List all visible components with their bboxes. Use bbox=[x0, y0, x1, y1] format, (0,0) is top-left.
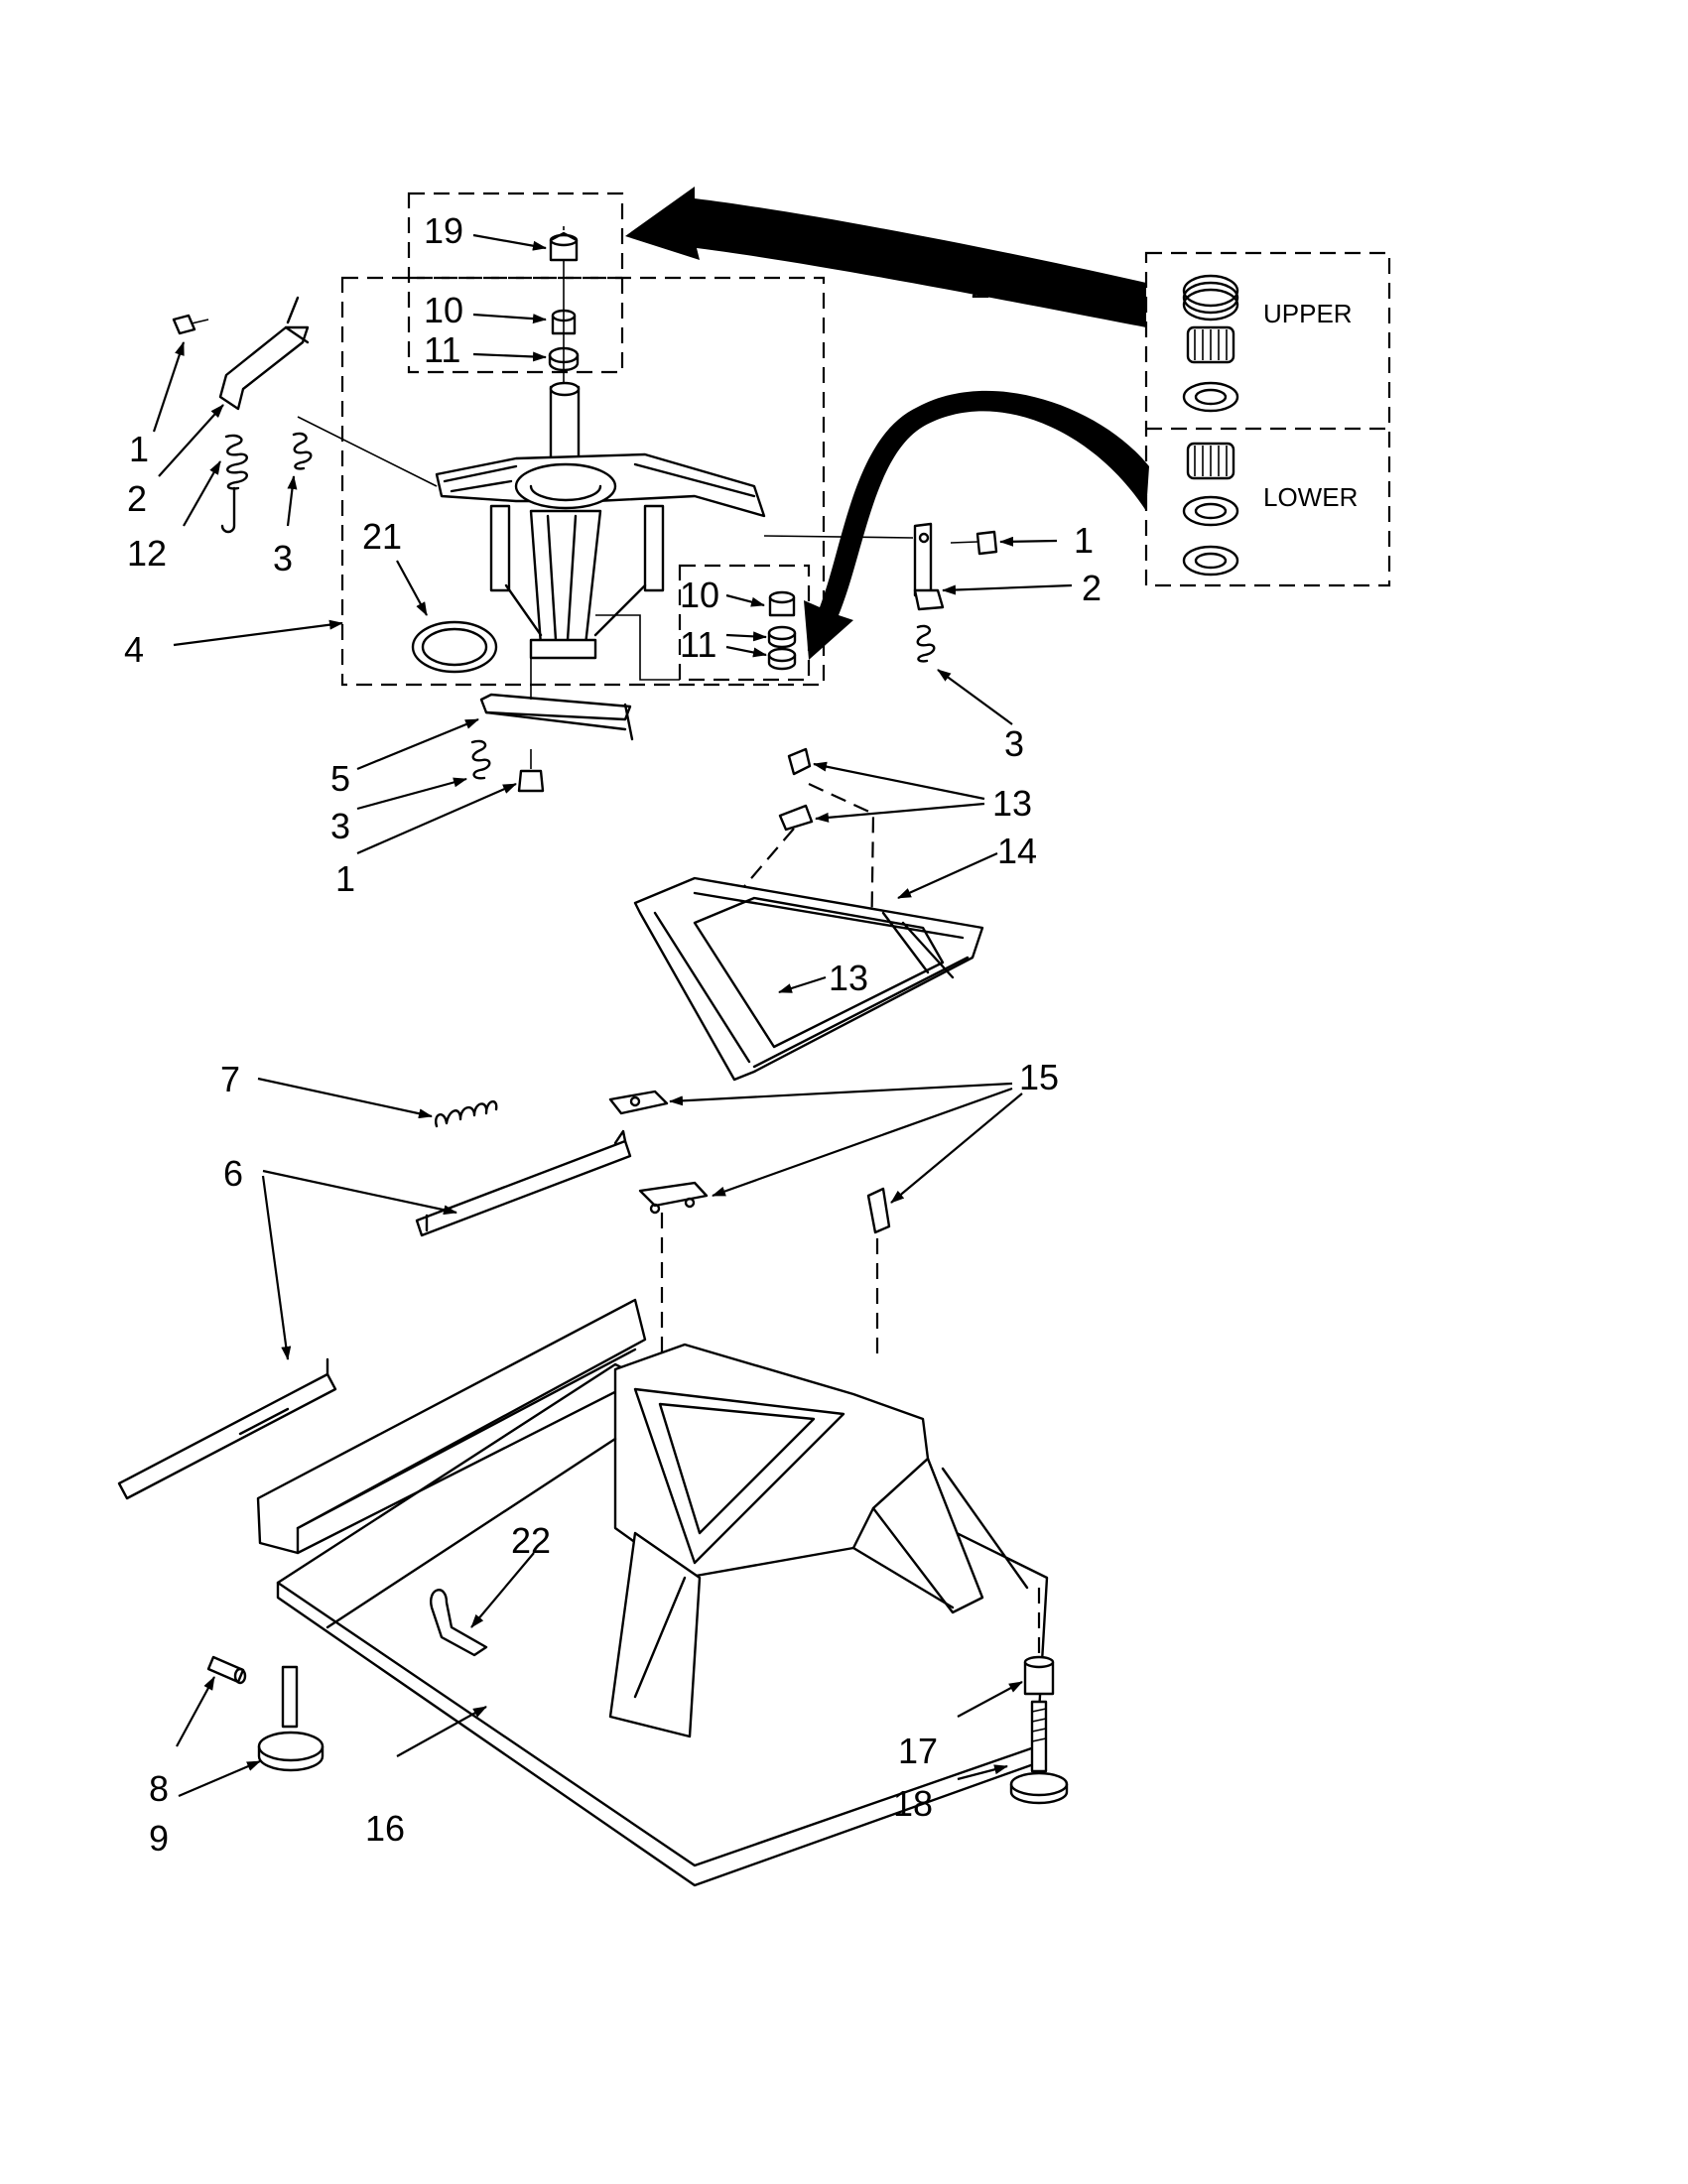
bushing-19 bbox=[549, 226, 579, 262]
spring-3-right bbox=[916, 624, 936, 663]
clip-22 bbox=[430, 1589, 488, 1657]
screw-1-left bbox=[172, 314, 209, 335]
slide-6-upper bbox=[415, 1129, 632, 1237]
callout-3-right: 3 bbox=[1004, 723, 1024, 764]
callout-18: 18 bbox=[893, 1783, 933, 1824]
callout-7: 7 bbox=[220, 1059, 240, 1099]
slide-6-lower bbox=[117, 1357, 337, 1500]
callout-22: 22 bbox=[511, 1520, 551, 1561]
upper-kit-arrow bbox=[625, 187, 1146, 327]
callout-19: 19 bbox=[424, 210, 463, 251]
callout-1-right: 1 bbox=[1074, 520, 1094, 561]
bushing-10-lower bbox=[768, 590, 796, 617]
kit-lower-label: LOWER bbox=[1263, 482, 1358, 512]
spring-3-lower bbox=[470, 739, 491, 780]
gearcase-leader-2 bbox=[763, 535, 914, 539]
callout-5: 5 bbox=[330, 758, 350, 799]
callout-4: 4 bbox=[124, 629, 144, 670]
callout-17: 17 bbox=[898, 1731, 938, 1771]
screw-1-lower bbox=[517, 749, 545, 793]
bushing-11-lower-a bbox=[767, 625, 797, 649]
pad-13-b bbox=[778, 804, 814, 832]
upper-bearing-set bbox=[1182, 274, 1239, 413]
callout-11-top: 11 bbox=[424, 329, 460, 370]
spring-7 bbox=[435, 1100, 498, 1128]
callout-10-lower: 10 bbox=[680, 575, 719, 615]
top-bushing-box bbox=[407, 192, 624, 374]
callout-1-left: 1 bbox=[129, 429, 149, 469]
strap-5 bbox=[479, 658, 634, 741]
pad-15-b bbox=[638, 1181, 709, 1215]
gearcase-group-box bbox=[340, 276, 826, 687]
bushing-11-lower-b bbox=[767, 647, 797, 671]
seal-21 bbox=[411, 620, 498, 674]
lower-bearing-set bbox=[1182, 442, 1239, 577]
callout-13-upper: 13 bbox=[992, 783, 1032, 824]
callout-6: 6 bbox=[223, 1153, 243, 1194]
kit-upper-label: UPPER bbox=[1263, 299, 1353, 328]
pad-15-c bbox=[866, 1187, 891, 1234]
callout-3-lower: 3 bbox=[330, 806, 350, 846]
callout-2-left: 2 bbox=[127, 478, 147, 519]
callout-20: 20 bbox=[971, 265, 1010, 306]
pad-15-a bbox=[608, 1090, 669, 1115]
callout-12: 12 bbox=[127, 533, 167, 574]
gearcase-assembly bbox=[435, 381, 766, 660]
callout-2-right: 2 bbox=[1082, 568, 1102, 608]
callout-14: 14 bbox=[997, 831, 1037, 871]
callout-9: 9 bbox=[149, 1818, 169, 1859]
base-frame-16 bbox=[256, 1298, 1049, 1887]
spring-3-left bbox=[292, 432, 313, 470]
suspension-frame-14 bbox=[633, 876, 984, 1082]
leader-arrows bbox=[152, 233, 1142, 1798]
leveling-leg-9 bbox=[257, 1665, 325, 1772]
callout-16: 16 bbox=[365, 1808, 405, 1849]
callout-13-lower: 13 bbox=[829, 958, 868, 998]
gearcase-leader-1 bbox=[297, 416, 438, 487]
lower-kit-arrow bbox=[804, 390, 1149, 660]
callout-8: 8 bbox=[149, 1768, 169, 1809]
nut-17 bbox=[1023, 1655, 1055, 1696]
leveling-leg-18 bbox=[1009, 1700, 1069, 1805]
callout-10-top: 10 bbox=[424, 290, 463, 330]
callout-3-left: 3 bbox=[273, 538, 293, 578]
callout-11-lower: 11 bbox=[680, 624, 716, 665]
screw-1-right bbox=[950, 530, 998, 556]
bracket-2-left bbox=[218, 296, 310, 411]
callout-15: 15 bbox=[1019, 1057, 1059, 1097]
callout-1-lower: 1 bbox=[335, 858, 355, 899]
callout-21: 21 bbox=[362, 516, 402, 557]
bracket-2-right bbox=[913, 522, 945, 611]
pin-8 bbox=[206, 1655, 247, 1685]
pad-13-a bbox=[787, 747, 812, 776]
lower-bushing-link bbox=[595, 614, 680, 681]
bearing-kit-box bbox=[1144, 251, 1391, 587]
spring-12 bbox=[220, 434, 248, 534]
